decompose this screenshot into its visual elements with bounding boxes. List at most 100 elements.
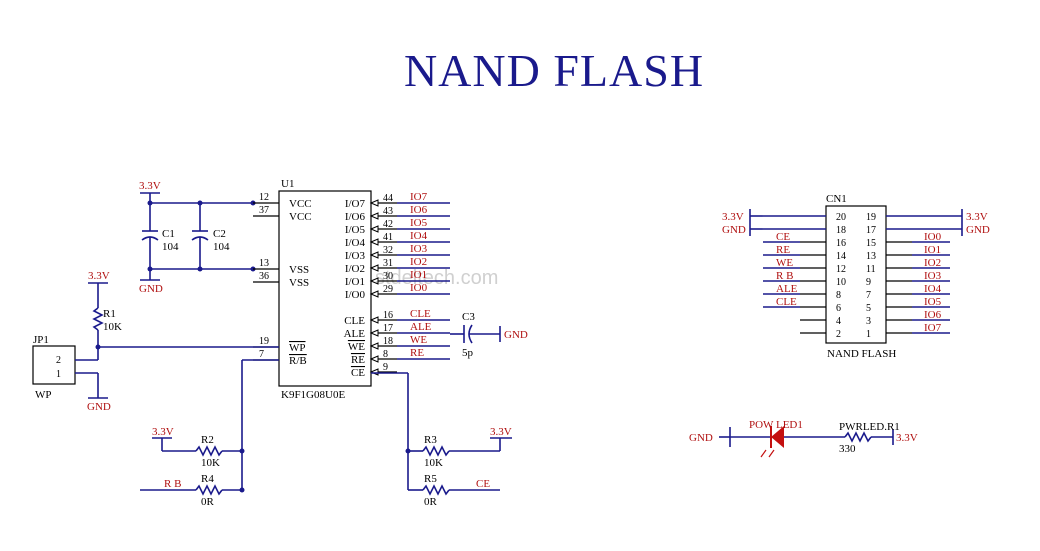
jp1-ref: JP1 bbox=[33, 334, 49, 346]
u1-right-pin-number: 8 bbox=[383, 349, 388, 360]
cn1-left-net-label: WE bbox=[776, 257, 793, 269]
cn1-right-net-label: IO5 bbox=[924, 296, 942, 308]
u1-pin-direction-icon bbox=[369, 329, 379, 337]
u1-right-pin-name: I/O6 bbox=[345, 211, 366, 223]
u1-pin-direction-icon bbox=[369, 355, 379, 363]
page-title: NAND FLASH bbox=[403, 45, 705, 96]
cn1-right-pin-number: 19 bbox=[866, 212, 876, 223]
u1-part: K9F1G08U0E bbox=[281, 389, 345, 401]
cn1-right-pin-number: 13 bbox=[866, 251, 876, 262]
r4-ref: R4 bbox=[201, 473, 214, 485]
u1-net-label: RE bbox=[410, 347, 424, 359]
cn1-right-net-label: IO1 bbox=[924, 244, 941, 256]
c3-value: 5p bbox=[462, 347, 474, 359]
u1-right-pin-number: 44 bbox=[383, 193, 393, 204]
u1-pin-direction-icon bbox=[369, 316, 379, 324]
jp1-body bbox=[32, 345, 76, 385]
u1-left-pin-name: VSS bbox=[289, 277, 309, 289]
cn1-label: NAND FLASH bbox=[827, 348, 896, 360]
cn1-left-pin-number: 8 bbox=[836, 290, 841, 301]
u1-left-pin-name: WP bbox=[289, 342, 306, 354]
u1-net-label: IO4 bbox=[410, 230, 428, 242]
cn1-right-3v3: 3.3V bbox=[966, 211, 988, 223]
u1-right-pin-number: 30 bbox=[383, 271, 393, 282]
cn1-right-pin-number: 1 bbox=[866, 329, 871, 340]
u1-chip: U1 K9F1G08U0E 12VCC37VCC13VSS36VSS19WP7R… bbox=[253, 178, 450, 401]
u1-net-label: IO6 bbox=[410, 204, 428, 216]
rb-pullup-section: 3.3V R2 10K R B R4 0R bbox=[140, 359, 279, 508]
cn1-left-net-label: CE bbox=[776, 231, 790, 243]
u1-pin-direction-icon bbox=[369, 199, 379, 207]
u1-net-label: ALE bbox=[410, 321, 432, 333]
jp1-pin-2: 2 bbox=[56, 355, 61, 366]
u1-right-pin-name: RE bbox=[351, 354, 365, 366]
r4-value: 0R bbox=[201, 496, 215, 508]
jp1-label: WP bbox=[35, 389, 52, 401]
u1-net-label: IO2 bbox=[410, 256, 427, 268]
cn1-right-net-label: IO3 bbox=[924, 270, 942, 282]
cn1-right-net-label: IO6 bbox=[924, 309, 942, 321]
cn1-right-pin-number: 3 bbox=[866, 316, 871, 327]
u1-net-label: CLE bbox=[410, 308, 431, 320]
u1-left-pin-number: 13 bbox=[259, 258, 269, 269]
led-3v3-label: 3.3V bbox=[896, 432, 918, 444]
cn1-right-net-label: IO2 bbox=[924, 257, 941, 269]
cn1-left-pin-number: 4 bbox=[836, 316, 841, 327]
cn1-right-pin-number: 11 bbox=[866, 264, 876, 275]
u1-net-label: WE bbox=[410, 334, 427, 346]
net-label-gnd-jp1: GND bbox=[87, 401, 111, 413]
u1-pin-direction-icon bbox=[369, 290, 379, 298]
u1-right-pin-number: 31 bbox=[383, 258, 393, 269]
watermark: stdeltech.com bbox=[375, 267, 498, 289]
cn1-ref: CN1 bbox=[826, 193, 847, 205]
r1-value: 10K bbox=[103, 321, 122, 333]
cn1-right-net-label: IO0 bbox=[924, 231, 942, 243]
u1-left-pin-name: VCC bbox=[289, 198, 312, 210]
net-label-3v3-r2: 3.3V bbox=[152, 426, 174, 438]
u1-pin-direction-icon bbox=[369, 225, 379, 233]
led-icon bbox=[771, 426, 784, 448]
jp1-pin-1: 1 bbox=[56, 369, 61, 380]
cn1-right-net-label: IO4 bbox=[924, 283, 942, 295]
cn1-right-net-label: IO7 bbox=[924, 322, 942, 334]
pwrled-r1-ref: PWRLED.R1 bbox=[839, 421, 900, 433]
cn1-left-net-label: R B bbox=[776, 270, 793, 282]
u1-pin-direction-icon bbox=[369, 342, 379, 350]
r3-ref: R3 bbox=[424, 434, 437, 446]
u1-left-pin-number: 36 bbox=[259, 271, 269, 282]
u1-net-label: IO1 bbox=[410, 269, 427, 281]
u1-ref: U1 bbox=[281, 178, 294, 190]
power-section: 3.3V C1 104 C2 104 GND bbox=[139, 180, 256, 295]
u1-pin-direction-icon bbox=[369, 368, 379, 376]
cn1-left-net-label: RE bbox=[776, 244, 790, 256]
u1-right-pin-name: WE bbox=[348, 341, 365, 353]
u1-net-label: IO5 bbox=[410, 217, 428, 229]
net-label-gnd-caps: GND bbox=[139, 283, 163, 295]
u1-left-pin-number: 7 bbox=[259, 349, 264, 360]
u1-right-pin-number: 17 bbox=[383, 323, 393, 334]
cn1-left-pin-number: 6 bbox=[836, 303, 841, 314]
net-label-3v3-r3: 3.3V bbox=[490, 426, 512, 438]
u1-net-label: IO0 bbox=[410, 282, 428, 294]
r5-ref: R5 bbox=[424, 473, 437, 485]
led-gnd-label: GND bbox=[689, 432, 713, 444]
u1-right-pin-number: 42 bbox=[383, 219, 393, 230]
cn1-left-pin-number: 12 bbox=[836, 264, 846, 275]
pwrled-r1-value: 330 bbox=[839, 443, 856, 455]
net-label-3v3-r1: 3.3V bbox=[88, 270, 110, 282]
u1-right-pin-name: I/O2 bbox=[345, 263, 365, 275]
u1-right-pin-number: 43 bbox=[383, 206, 393, 217]
cn1-right-pin-number: 7 bbox=[866, 290, 871, 301]
cn1-left-pin-number: 10 bbox=[836, 277, 846, 288]
net-label-ce: CE bbox=[476, 478, 490, 490]
cn1-left-net-label: CLE bbox=[776, 296, 797, 308]
u1-right-pin-name: ALE bbox=[344, 328, 366, 340]
cn1-right-pin-number: 15 bbox=[866, 238, 876, 249]
u1-left-pin-name: R/B bbox=[289, 355, 307, 367]
u1-right-pin-number: 16 bbox=[383, 310, 393, 321]
led-ref: POW LED1 bbox=[749, 419, 803, 431]
r3-value: 10K bbox=[424, 457, 443, 469]
c3-ref: C3 bbox=[462, 311, 475, 323]
wp-jumper-section: 3.3V R1 10K JP1 2 1 WP GND bbox=[32, 270, 279, 413]
